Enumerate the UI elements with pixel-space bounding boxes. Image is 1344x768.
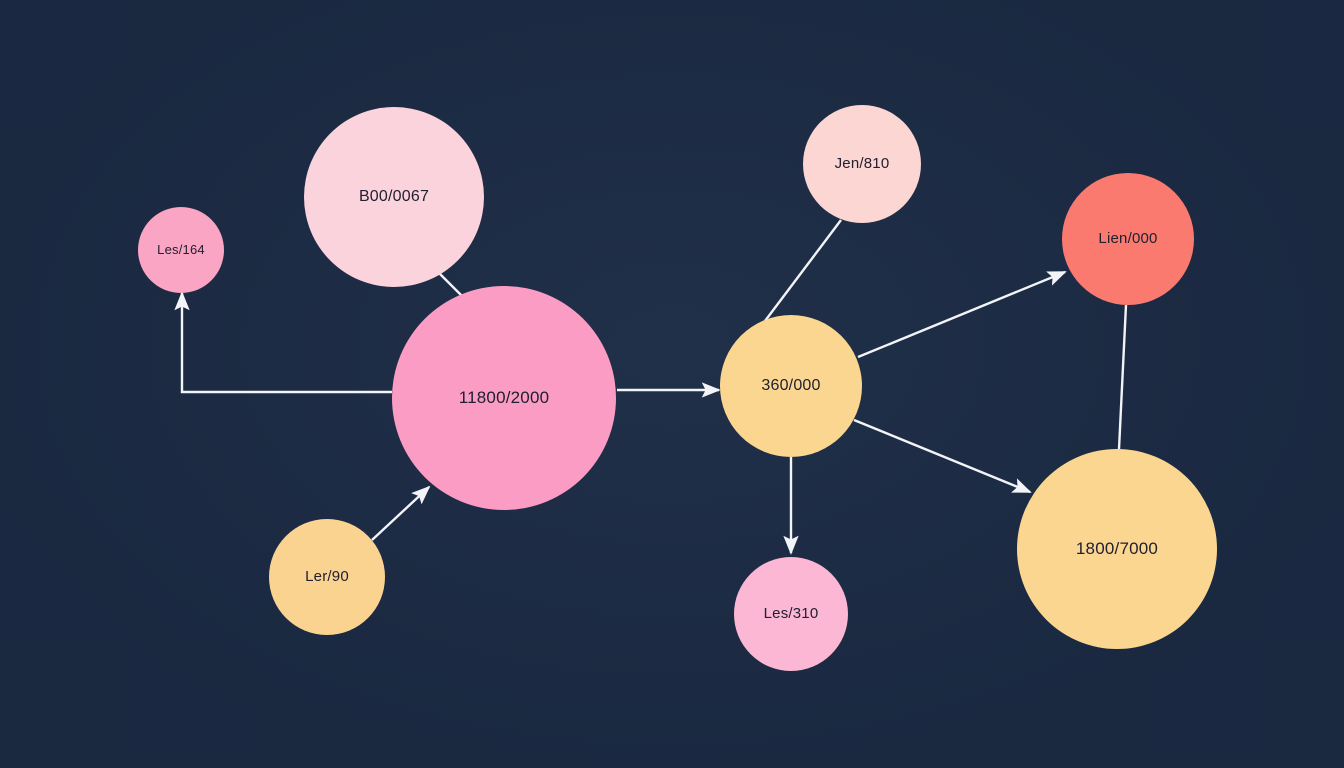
graph-node-ler90[interactable]: Ler/90 <box>269 519 385 635</box>
graph-node-label: Les/310 <box>763 604 819 622</box>
graph-edge[interactable] <box>1117 304 1128 450</box>
graph-node-jen810[interactable]: Jen/810 <box>803 105 921 223</box>
graph-edge[interactable] <box>857 270 1067 359</box>
graph-node-label: B00/0067 <box>358 188 430 206</box>
graph-node-les164[interactable]: Les/164 <box>138 207 224 293</box>
graph-node-hub360[interactable]: 360/000 <box>720 315 862 457</box>
graph-node-label: Lien/000 <box>1098 229 1158 247</box>
graph-node-label: 1800/7000 <box>1075 538 1159 558</box>
graph-node-label: 360/000 <box>761 377 821 395</box>
graph-edge[interactable] <box>764 219 842 322</box>
graph-edge[interactable] <box>853 418 1032 494</box>
graph-node-lien000[interactable]: Lien/000 <box>1062 173 1194 305</box>
graph-node-les310[interactable]: Les/310 <box>734 557 848 671</box>
graph-node-big1800[interactable]: 1800/7000 <box>1017 449 1217 649</box>
graph-node-label: 11800/2000 <box>458 387 550 407</box>
graph-node-main11800[interactable]: 11800/2000 <box>392 286 616 510</box>
graph-node-label: Ler/90 <box>305 567 349 585</box>
graph-node-label: Les/164 <box>157 241 205 257</box>
graph-edge[interactable] <box>371 485 431 541</box>
graph-node-b000067[interactable]: B00/0067 <box>304 107 484 287</box>
graph-node-label: Jen/810 <box>834 154 890 172</box>
graph-edge[interactable] <box>174 291 392 394</box>
